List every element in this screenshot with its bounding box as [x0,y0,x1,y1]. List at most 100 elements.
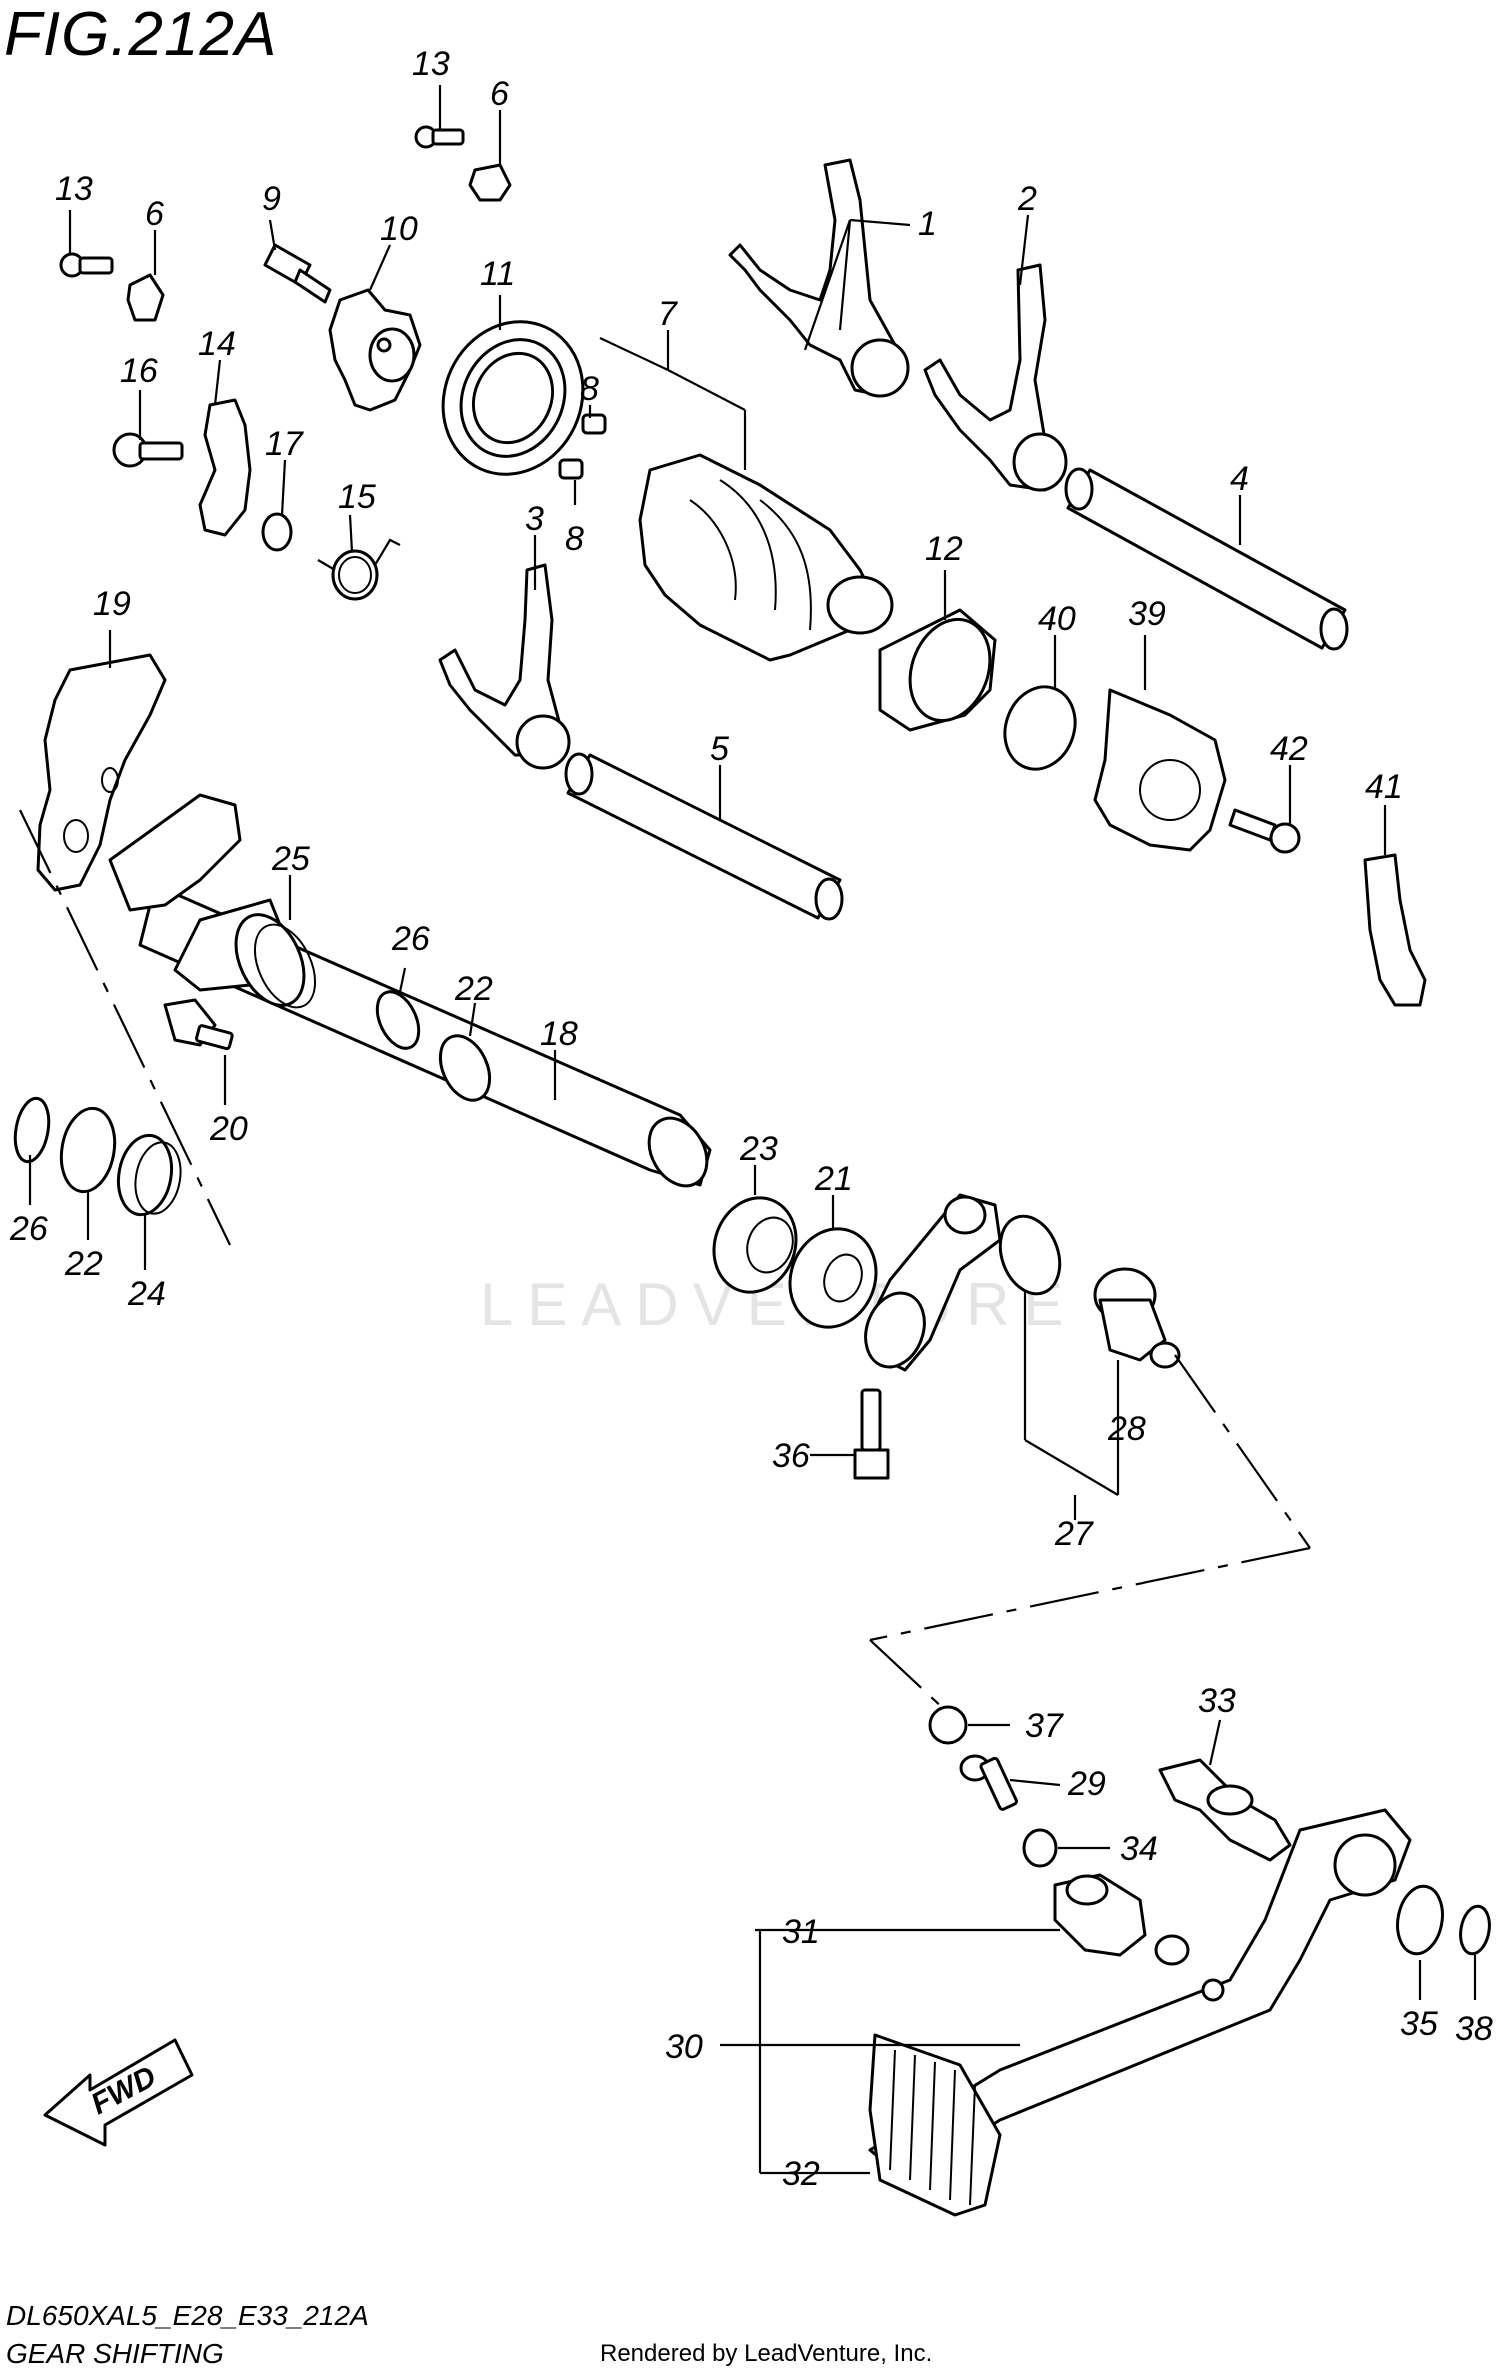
washer-6-upper [468,163,512,202]
callout-numbers: 1 2 3 4 5 6 6 7 8 8 9 10 11 12 13 13 14 … [9,45,1493,2193]
callout-3: 3 [525,500,544,538]
callout-40: 40 [1038,600,1076,638]
o-ring-40 [1003,685,1077,771]
callout-7: 7 [658,295,678,333]
gearshift-lever-30 [868,1808,1412,2182]
washer-22-shaft [438,1034,492,1102]
render-credit: Rendered by LeadVenture, Inc. [600,2340,933,2367]
cam-stopper-14 [198,398,252,537]
pin-9 [263,243,332,304]
callout-26-shaft: 26 [391,920,430,958]
callout-32: 32 [782,2155,820,2193]
shift-fork-3 [438,563,571,770]
figure-code: DL650XAL5_E28_E33_212A [6,2300,369,2331]
washer-22-left [59,1106,117,1194]
callout-14: 14 [198,325,236,363]
clamp-39 [1093,688,1227,852]
clip-41 [1363,853,1427,1007]
callout-5: 5 [710,730,729,768]
callout-6-left: 6 [145,195,164,233]
figure-title: FIG.212A [4,0,278,69]
callout-18: 18 [540,1015,578,1053]
callout-13-left: 13 [55,170,93,208]
callout-38: 38 [1455,2010,1493,2048]
callout-23: 23 [739,1130,778,1168]
pin-8-lower [558,458,584,480]
bolt-33 [1158,1758,1292,1862]
callout-27: 27 [1054,1515,1094,1553]
nut-37 [928,1705,968,1745]
circlip-26-shaft [375,990,421,1050]
callout-6-upper: 6 [490,75,509,113]
bearing-11 [441,320,585,476]
spring-15 [317,538,401,601]
circlip-38 [1459,1904,1491,1956]
figure-caption: GEAR SHIFTING [6,2338,224,2369]
washer-35 [1396,1884,1444,1956]
needle-bearing-12 [878,608,997,732]
callout-42: 42 [1270,730,1308,768]
callout-13-upper: 13 [412,45,450,83]
fork-shaft-4 [1064,467,1349,651]
leader-lines [19,85,1477,2175]
callout-22-shaft: 22 [454,970,493,1008]
callout-16: 16 [120,352,158,390]
joint-28 [1093,1267,1181,1369]
shift-arm-27 [864,1193,1062,1372]
callout-8-upper: 8 [580,370,599,408]
joint-31 [1053,1873,1147,1957]
callout-20: 20 [209,1110,248,1148]
fork-shaft-5 [564,752,844,921]
callout-33: 33 [1198,1682,1236,1720]
nut-34 [1022,1828,1058,1868]
callout-8-lower: 8 [565,520,584,558]
pin-8-upper [581,413,607,435]
callout-35: 35 [1400,2005,1438,2043]
plate-19 [36,653,167,892]
callout-12: 12 [925,530,963,568]
washer-17 [261,512,293,552]
shift-cam-drum-7 [638,453,894,662]
callout-21: 21 [814,1160,853,1198]
bolt-16 [112,432,184,468]
callout-36: 36 [772,1437,810,1475]
callout-41: 41 [1365,768,1403,806]
callout-22-left: 22 [64,1245,103,1283]
oil-seal-23 [712,1196,798,1294]
bolt-36 [853,1388,890,1480]
callout-34: 34 [1120,1830,1158,1868]
callout-39: 39 [1128,595,1166,633]
callout-1: 1 [918,205,937,243]
callout-19: 19 [93,585,131,623]
bolt-13-upper [414,125,465,149]
shift-fork-1 [728,158,910,398]
callout-37: 37 [1025,1707,1064,1745]
callout-26-left: 26 [9,1210,48,1248]
callout-2: 2 [1017,180,1037,218]
bolt-20 [163,998,234,1051]
spring-24 [116,1133,182,1217]
bolt-42 [1228,808,1301,854]
callout-25: 25 [271,840,310,878]
shift-fork-2 [923,263,1068,492]
bolt-29 [959,1754,1018,1811]
callout-30: 30 [665,2028,703,2066]
callout-24: 24 [127,1275,166,1313]
fwd-arrow: FWD [43,2038,194,2147]
callout-11: 11 [480,255,515,293]
washer-6-left [126,273,165,322]
callout-28: 28 [1107,1410,1146,1448]
callout-31: 31 [782,1913,820,1951]
callout-10: 10 [380,210,418,248]
pedal-rubber-32 [868,2033,1002,2217]
gearshift-shaft-18 [108,793,712,1188]
callout-15: 15 [338,478,376,516]
spring-25 [234,913,317,1009]
bolt-13-left [59,252,114,278]
callout-17: 17 [265,425,304,463]
washer-21 [788,1227,878,1329]
cam-plate-10 [328,288,422,412]
circlip-26-left [13,1096,51,1164]
callout-9: 9 [262,180,281,218]
